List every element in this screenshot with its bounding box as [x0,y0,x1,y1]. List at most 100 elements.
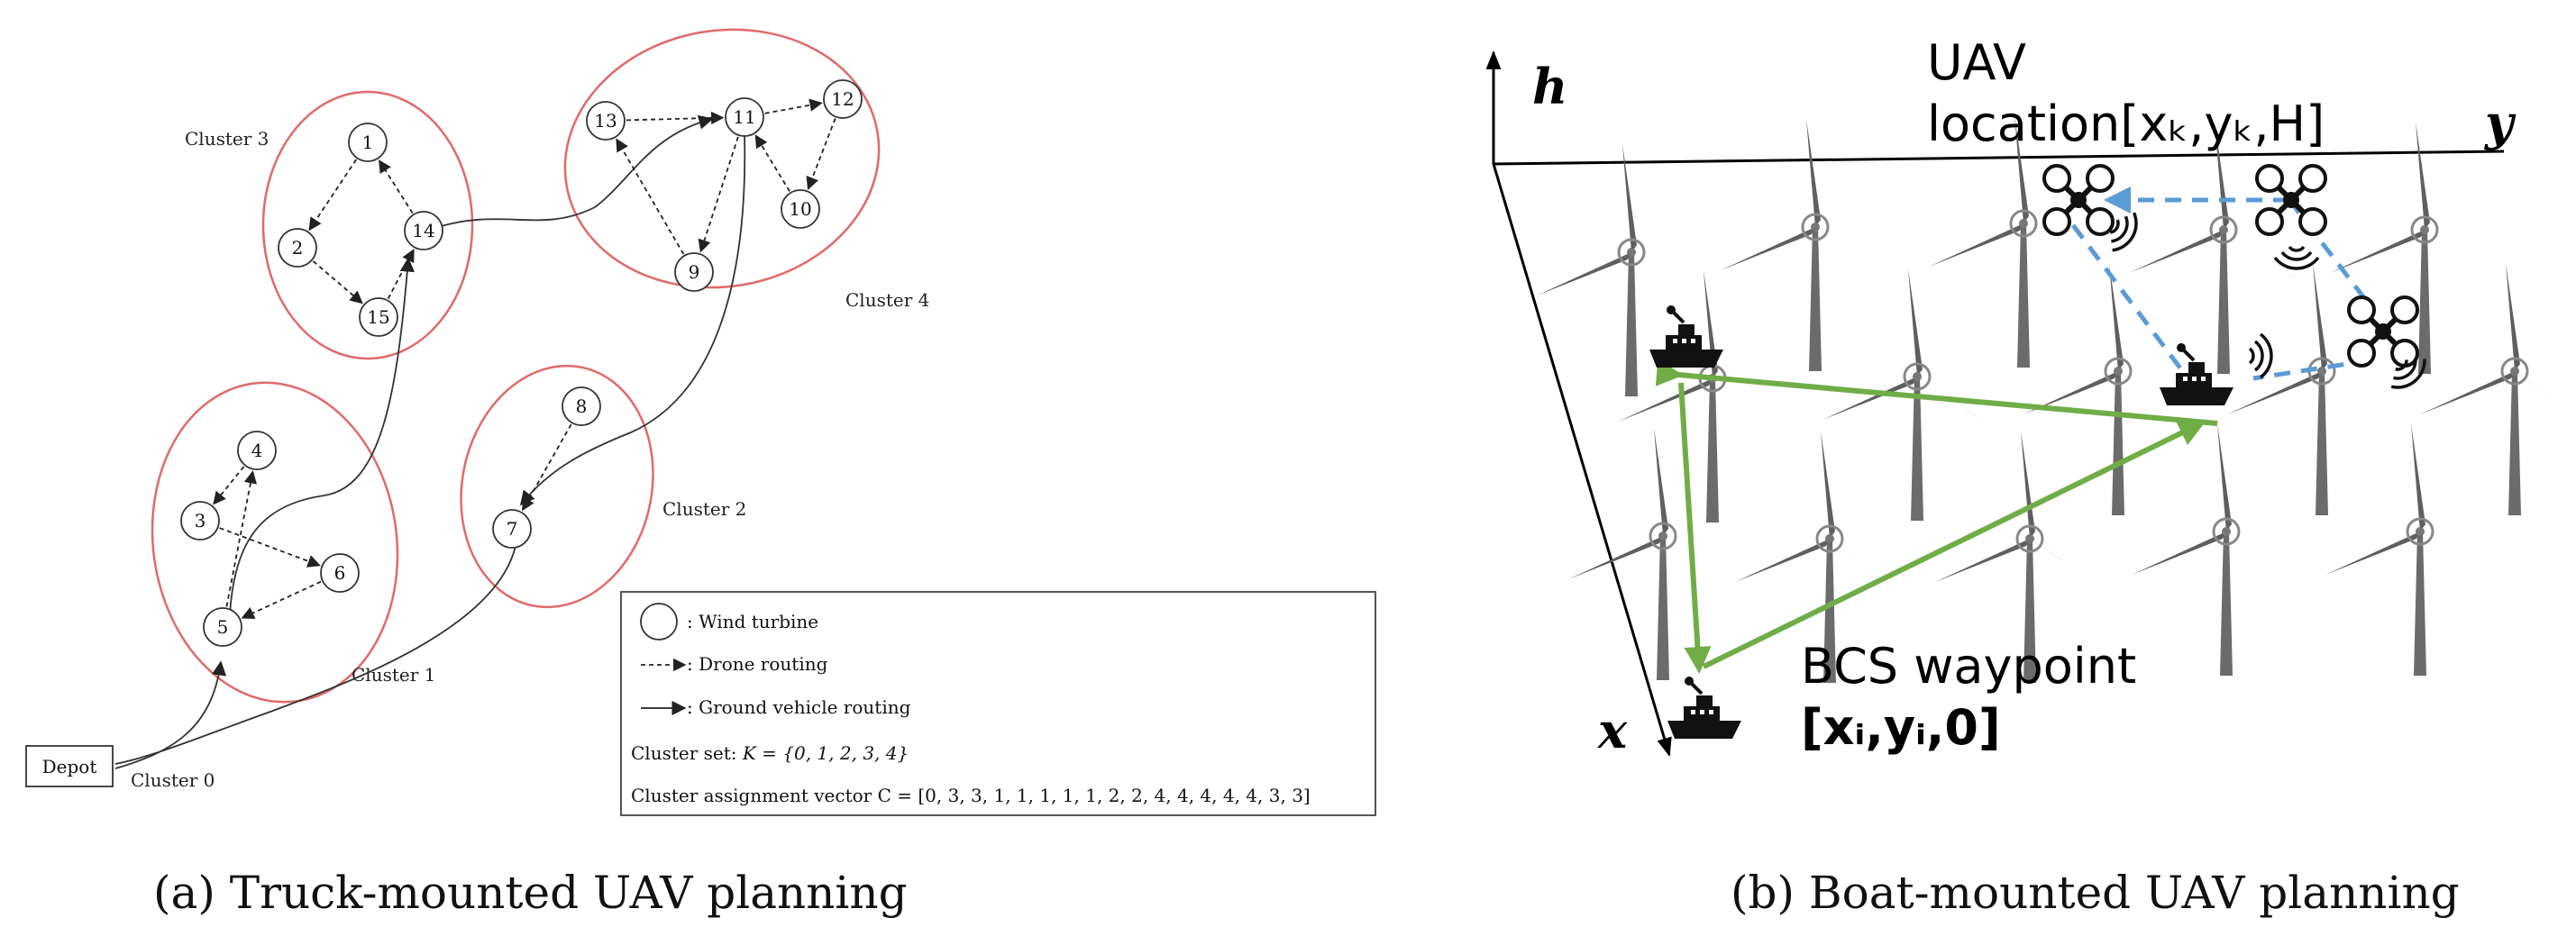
turbine-node-label: 14 [412,220,434,241]
axis-x-label: x [1597,702,1628,759]
cluster-2-ellipse [460,364,654,609]
ground-route-11-to-7 [519,132,746,506]
depot-label: Depot [42,756,97,777]
turbine-node-circle [562,386,601,426]
drone-edge-14-1 [379,159,414,214]
turbine-node-circle [237,431,277,470]
drone-edge-1-2 [308,159,357,232]
turbine-node-label: 6 [334,562,346,584]
axis-x-line [1492,163,1672,758]
boat-route [1655,359,2218,674]
legend-cluster-set: Cluster set: K = {0, 1, 2, 3, 4} [631,742,909,764]
turbine-icon [2130,422,2311,677]
turbine-node-9: 9 [674,252,714,292]
turbine-node-circle [348,123,388,162]
turbine-node-label: 2 [292,237,304,259]
turbine-node-label: 12 [831,88,854,110]
turbine-icon [1927,114,2108,369]
axis-y-line [1493,150,2505,166]
turbine-icon [1567,426,1748,682]
turbine-icon [2418,261,2576,517]
uav-location-label-line2: location[xₖ,yₖ,H] [1927,95,2325,152]
axis-h-label: h [1532,58,1567,115]
turbine-node-5: 5 [203,607,242,647]
turbine-node-circle [278,228,317,268]
turbine-node-circle [823,79,863,119]
turbine-node-11: 11 [725,97,764,137]
drone-edge-11-12 [764,98,823,114]
turbine-icon [2328,120,2509,376]
bcs-waypoint-label-line1: BCS waypoint [1801,638,2136,695]
turbine-node-label: 4 [251,440,263,461]
ground-route-7-to-depot [114,545,516,765]
turbine-icon [1719,117,1900,373]
turbine-node-4: 4 [237,431,277,470]
drone-edge-4-3 [213,466,245,505]
drone-edge-11-9 [698,136,739,253]
cluster-2-label: Cluster 2 [662,498,746,520]
turbine-node-label: 15 [367,306,389,328]
legend-wind-turbine-symbol [640,603,678,641]
ground-route-depot-to-5 [114,660,227,769]
turbine-icon [2225,261,2407,517]
legend-box [620,591,1376,816]
turbine-icon [2324,422,2505,677]
drone-edge-3-6 [219,527,321,568]
turbine-node-15: 15 [359,297,398,337]
turbine-node-circle [203,607,242,647]
turbine-node-10: 10 [781,189,820,229]
cluster-1-label: Cluster 1 [352,664,435,686]
boat-icon [1666,675,1743,741]
turbine-node-label: 8 [576,395,588,417]
turbine-node-label: 9 [689,261,700,283]
turbine-node-7: 7 [492,509,532,549]
legend-assignment-vector: Cluster assignment vector C = [0, 3, 3, … [631,785,1311,806]
turbine-node-circle [725,97,764,137]
uav-route [2071,186,2372,381]
drone-edge-9-13 [616,138,685,255]
drone-edge-2-15 [312,260,363,304]
turbine-node-8: 8 [562,386,601,426]
turbine-node-3: 3 [180,501,220,541]
turbine-icon [1616,268,1797,524]
legend-drone-text: : Drone routing [687,653,828,675]
cluster-4-label: Cluster 4 [845,289,929,311]
drone-edge-8-7 [522,423,572,512]
drone-routes [213,98,836,620]
turbine-node-circle [404,211,443,250]
ground-route-14-to-11 [437,114,714,228]
bcs-waypoint-label-line2: [xᵢ,yᵢ,0] [1801,699,2001,756]
drone-icon [2044,166,2113,234]
wifi-icon [2273,245,2320,270]
turbine-node-label: 13 [594,110,617,132]
drone-icon [2349,297,2417,366]
panel-a-diagram: Cluster 3 Cluster 4 Cluster 1 Cluster 2 … [25,28,1376,816]
axis-y-label: y [2484,94,2517,151]
turbine-node-1: 1 [348,123,388,162]
drone-edge-10-11 [754,134,790,192]
drone-edge-6-5 [241,580,322,620]
turbine-node-circle [180,501,220,541]
turbine-node-circle [674,252,714,292]
turbine-node-circle [781,189,820,229]
turbine-node-13: 13 [586,101,626,141]
drone-edge-5-4 [225,470,258,607]
turbine-node-label: 10 [789,198,811,220]
turbine-node-14: 14 [404,211,443,250]
turbine-node-label: 1 [362,132,374,153]
cluster-3-label: Cluster 3 [185,128,269,150]
turbine-node-label: 7 [507,518,518,540]
uav-location-label-line1: UAV [1927,34,2026,91]
caption-b: (b) Boat-mounted UAV planning [1731,867,2460,919]
ground-vehicle-routes [114,114,746,769]
turbine-node-circle [359,297,398,337]
turbine-node-circle [492,509,532,549]
legend-ground-text: : Ground vehicle routing [687,696,911,718]
turbine-node-6: 6 [320,553,360,593]
caption-a: (a) Truck-mounted UAV planning [153,867,908,919]
turbine-node-12: 12 [823,79,863,119]
drone-edge-15-14 [387,249,415,300]
drone-icon [2257,166,2325,234]
